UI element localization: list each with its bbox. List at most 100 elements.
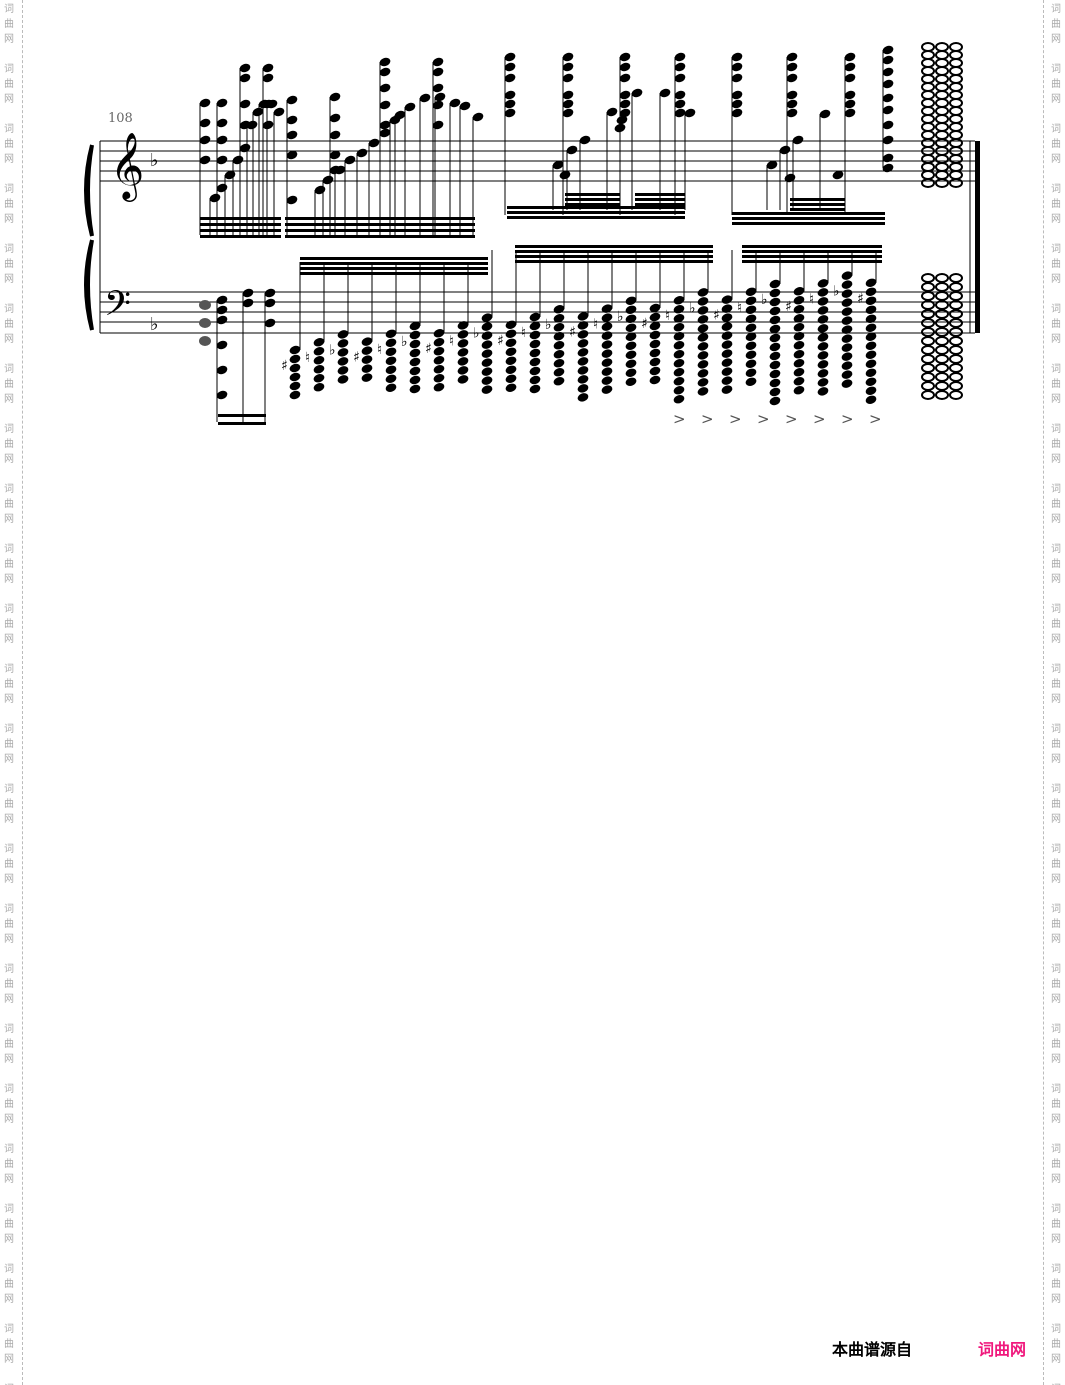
- notehead: [841, 343, 853, 352]
- notehead: [313, 346, 325, 356]
- watermark-char: 网: [1051, 94, 1061, 105]
- notehead: [625, 350, 637, 360]
- notehead: [262, 63, 274, 73]
- notehead: [793, 322, 805, 332]
- whole-note: [921, 354, 935, 364]
- watermark-char: 词: [4, 1084, 14, 1095]
- treble-clef-icon: 𝄞: [110, 131, 144, 202]
- whole-note: [949, 363, 963, 373]
- notehead: [817, 324, 829, 333]
- notehead: [216, 390, 228, 400]
- notehead: [239, 143, 251, 153]
- notehead: [649, 303, 661, 313]
- accidental: ♯: [857, 291, 864, 307]
- watermark-char: 词: [4, 1264, 14, 1275]
- watermark-char: 网: [4, 514, 14, 525]
- notehead: [841, 298, 853, 307]
- notehead: [199, 135, 211, 145]
- notehead: [313, 364, 325, 374]
- notehead: [481, 367, 493, 376]
- notehead: [262, 120, 274, 130]
- notehead: [505, 338, 517, 348]
- notehead: [779, 145, 791, 155]
- notehead: [286, 130, 298, 140]
- notehead: [394, 110, 406, 120]
- bass-clef-icon: 𝄢: [104, 283, 131, 332]
- notehead: [601, 304, 613, 313]
- whole-note: [949, 273, 963, 283]
- watermark-char: 词: [1051, 424, 1061, 435]
- watermark-char: 网: [4, 634, 14, 645]
- watermark-char: 词: [1051, 1324, 1061, 1335]
- beam: [742, 260, 882, 263]
- notehead: [457, 366, 469, 375]
- notehead: [793, 349, 805, 359]
- notehead: [457, 339, 469, 348]
- whole-note: [935, 390, 949, 400]
- notehead: [552, 160, 564, 170]
- notehead: [721, 331, 733, 340]
- watermark-char: 网: [1051, 574, 1061, 585]
- notehead: [793, 385, 805, 395]
- whole-note: [921, 291, 935, 301]
- notehead: [553, 313, 565, 323]
- watermark-char: 词: [1051, 1204, 1061, 1215]
- accidental: ♭: [833, 284, 840, 300]
- notehead: [841, 316, 853, 325]
- whole-note: [935, 42, 949, 52]
- watermark-char: 网: [4, 1054, 14, 1065]
- notehead: [841, 307, 853, 316]
- notehead: [769, 315, 781, 325]
- notehead: [216, 365, 228, 375]
- notehead: [344, 155, 356, 165]
- notehead: [793, 340, 805, 350]
- notehead: [289, 372, 301, 382]
- watermark-char: 曲: [1051, 559, 1061, 570]
- whole-note: [921, 138, 935, 148]
- watermark-char: 曲: [4, 79, 14, 90]
- notehead: [817, 342, 829, 351]
- notehead: [289, 345, 301, 355]
- notehead: [264, 318, 276, 328]
- whole-note: [949, 327, 963, 337]
- accent-mark: >: [869, 410, 882, 428]
- notehead: [409, 366, 421, 376]
- notehead: [434, 92, 446, 102]
- watermark-char: 词: [4, 424, 14, 435]
- notehead: [409, 357, 421, 367]
- accidental: ♮: [305, 350, 310, 366]
- notehead: [817, 333, 829, 342]
- notehead: [337, 348, 349, 357]
- notehead: [216, 98, 228, 108]
- whole-note: [935, 273, 949, 283]
- watermark-char: 曲: [1051, 319, 1061, 330]
- beam: [732, 212, 885, 215]
- beam: [200, 229, 281, 232]
- notehead: [404, 102, 416, 112]
- notehead: [577, 321, 589, 330]
- notehead: [504, 99, 516, 109]
- beam: [200, 235, 281, 238]
- notehead: [459, 101, 471, 111]
- notehead: [481, 340, 493, 349]
- watermark-char: 曲: [4, 439, 14, 450]
- beam: [635, 203, 685, 206]
- notehead: [232, 155, 244, 165]
- footer-site-link[interactable]: 词曲网: [978, 1340, 1027, 1359]
- watermark-char: 词: [4, 64, 14, 75]
- watermark-char: 网: [1051, 694, 1061, 705]
- watermark-char: 网: [1051, 1174, 1061, 1185]
- accidental: ♯: [569, 324, 576, 340]
- notehead: [697, 297, 709, 306]
- notehead: [865, 296, 877, 306]
- notehead: [432, 57, 444, 67]
- whole-note: [949, 106, 963, 116]
- notehead: [361, 355, 373, 364]
- notehead: [786, 90, 798, 100]
- notehead: [409, 339, 421, 349]
- watermark-char: 曲: [4, 1159, 14, 1170]
- watermark-char: 网: [4, 814, 14, 825]
- whole-note: [935, 170, 949, 180]
- beam: [742, 245, 882, 248]
- watermark-char: 曲: [4, 739, 14, 750]
